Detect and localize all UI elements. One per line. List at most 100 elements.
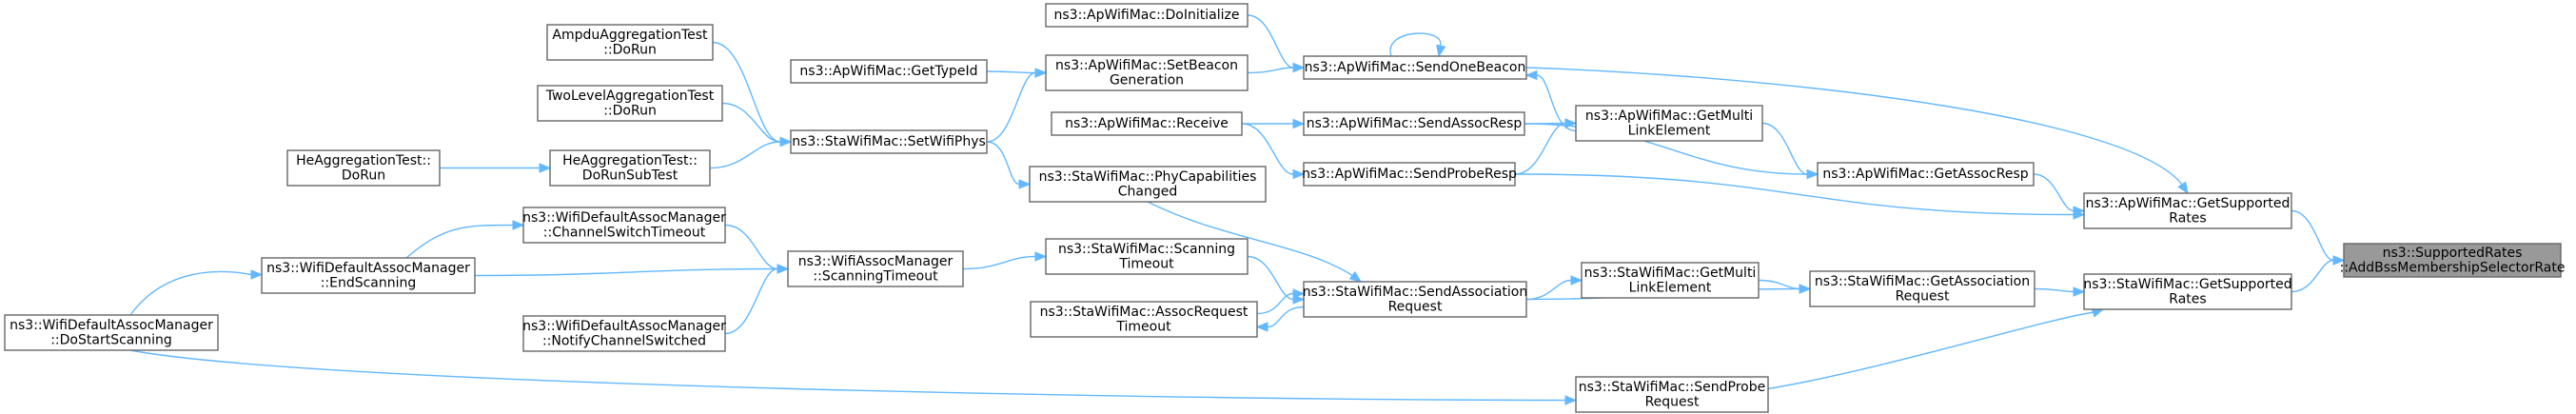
node-label: Rates [2169,291,2206,306]
node-label: ns3::StaWifiMac::SetWifiPhys [792,134,986,149]
nodes: ns3::SupportedRates::AddBssMembershipSel… [4,3,2566,413]
node-wdam_ncs[interactable]: ns3::WifiDefaultAssocManager::NotifyChan… [522,315,726,352]
edge-sta_swp-to-sta_pcc [986,141,1032,189]
node-box [549,149,711,187]
edge-line [709,141,781,169]
node-ap_rcv[interactable]: ns3::ApWifiMac::Receive [1051,111,1243,136]
node-label: ::AddBssMembershipSelectorRate [2340,260,2566,275]
node-ap_sob[interactable]: ns3::ApWifiMac::SendOneBeacon [1303,55,1527,80]
edge-line [1536,74,1577,132]
node-box [1817,162,2035,187]
node-box [1303,281,1527,318]
node-box [1575,105,1763,142]
node-box [2343,243,2562,278]
node-ap_sar[interactable]: ns3::ApWifiMac::SendAssocResp [1303,111,1525,136]
node-wdam_es[interactable]: ns3::WifiDefaultAssocManager::EndScannin… [261,257,476,294]
edge-line [405,224,514,259]
node-label: HeAggregationTest:: [296,153,431,168]
node-box [522,315,726,352]
node-box [1045,3,1249,28]
node-label: ns3::ApWifiMac::GetAssocResp [1822,167,2028,182]
node-ampdu[interactable]: AmpduAggregationTest::DoRun [546,24,714,61]
edge-line [2033,173,2075,212]
node-label: ns3::StaWifiMac::GetAssociation [1815,274,2030,289]
node-twolvl[interactable]: TwoLevelAggregationTest::DoRun [537,85,723,122]
edge-sta_spr-to-sta_gsr [1767,307,2105,390]
node-box [1051,111,1243,136]
node-box [2083,273,2292,310]
edge-line [2291,209,2334,262]
node-ap_spr[interactable]: ns3::ApWifiMac::SendProbeResp [1302,162,1517,187]
edge-arrowhead [1524,69,1538,81]
edge-ap_gsr-to-root [2291,209,2346,266]
edge-ap_doi-to-ap_sob [1247,14,1306,73]
edge-line [1256,292,1294,315]
node-sta_sto[interactable]: ns3::StaWifiMac::ScanningTimeout [1045,238,1249,275]
node-label: Request [1645,394,1700,409]
edge-ap_gar-to-ap_gsr [2033,173,2086,216]
node-label: ns3::ApWifiMac::DoInitialize [1054,8,1240,23]
edge-line [2291,259,2334,293]
edge-sta_art-to-sta_sar [1256,288,1306,315]
node-box [790,59,988,84]
node-ap_gar[interactable]: ns3::ApWifiMac::GetAssocResp [1817,162,2035,187]
node-label: ns3::ApWifiMac::GetTypeId [799,64,977,79]
node-label: TwoLevelAggregationTest [545,89,715,104]
node-ap_doi[interactable]: ns3::ApWifiMac::DoInitialize [1045,3,1249,28]
edge-line [1247,14,1294,69]
node-box [2083,192,2292,229]
node-label: ns3::StaWifiMac::PhyCapabilities [1039,169,1257,185]
node-label: DoRunSubTest [582,168,678,183]
edge-ap_gml-to-ap_gar [1761,122,1819,180]
node-box [537,85,723,122]
node-label: Rates [2169,210,2206,226]
node-he_sub[interactable]: HeAggregationTest::DoRunSubTest [549,149,711,187]
node-label: ::DoStartScanning [50,332,172,347]
edge-line [1241,123,1294,175]
node-ap_gti[interactable]: ns3::ApWifiMac::GetTypeId [790,59,988,84]
edge-arrowhead [1292,118,1306,129]
edge-line [1267,306,1305,328]
edge-arrowhead [1018,179,1032,189]
node-wam_sto[interactable]: ns3::WifiAssocManager::ScanningTimeout [787,250,964,287]
node-label: ns3::WifiDefaultAssocManager [522,210,726,226]
node-he_run[interactable]: HeAggregationTest::DoRun [286,149,441,187]
node-label: Timeout [1115,319,1171,334]
node-box [1809,270,2035,307]
node-box [787,250,964,287]
node-label: LinkElement [1628,123,1711,138]
node-label: ::EndScanning [321,275,417,290]
edge-arrowhead [1292,168,1306,180]
node-wdam_cst[interactable]: ns3::WifiDefaultAssocManager::ChannelSwi… [522,207,726,244]
edge-arrowhead [1799,284,1812,294]
edge-line [1525,279,1572,301]
edge-line [129,270,252,316]
edge-ap_spr-to-ap_gsr [1514,173,2086,220]
edge-arrowhead [1292,288,1306,299]
edge-sta_swp-to-ap_sbg [986,68,1048,143]
node-wdam_dss[interactable]: ns3::WifiDefaultAssocManager::DoStartSca… [4,314,219,351]
node-label: Generation [1110,72,1184,88]
node-box [1303,111,1525,136]
edge-sta_sar-to-sta_art [1255,306,1305,332]
node-label: ns3::ApWifiMac::Receive [1065,116,1229,131]
edge-he_run-to-he_sub [440,163,552,173]
edge-sta_pcc-to-sta_sar [1147,201,1363,283]
node-label: ns3::ApWifiMac::SetBeacon [1055,58,1238,73]
node-label: ::ChannelSwitchTimeout [543,225,706,240]
node-sta_swp[interactable]: ns3::StaWifiMac::SetWifiPhys [790,129,988,154]
node-box [1030,301,1258,338]
edge-arrowhead [1034,68,1048,78]
edge-arrowhead [1564,395,1578,405]
